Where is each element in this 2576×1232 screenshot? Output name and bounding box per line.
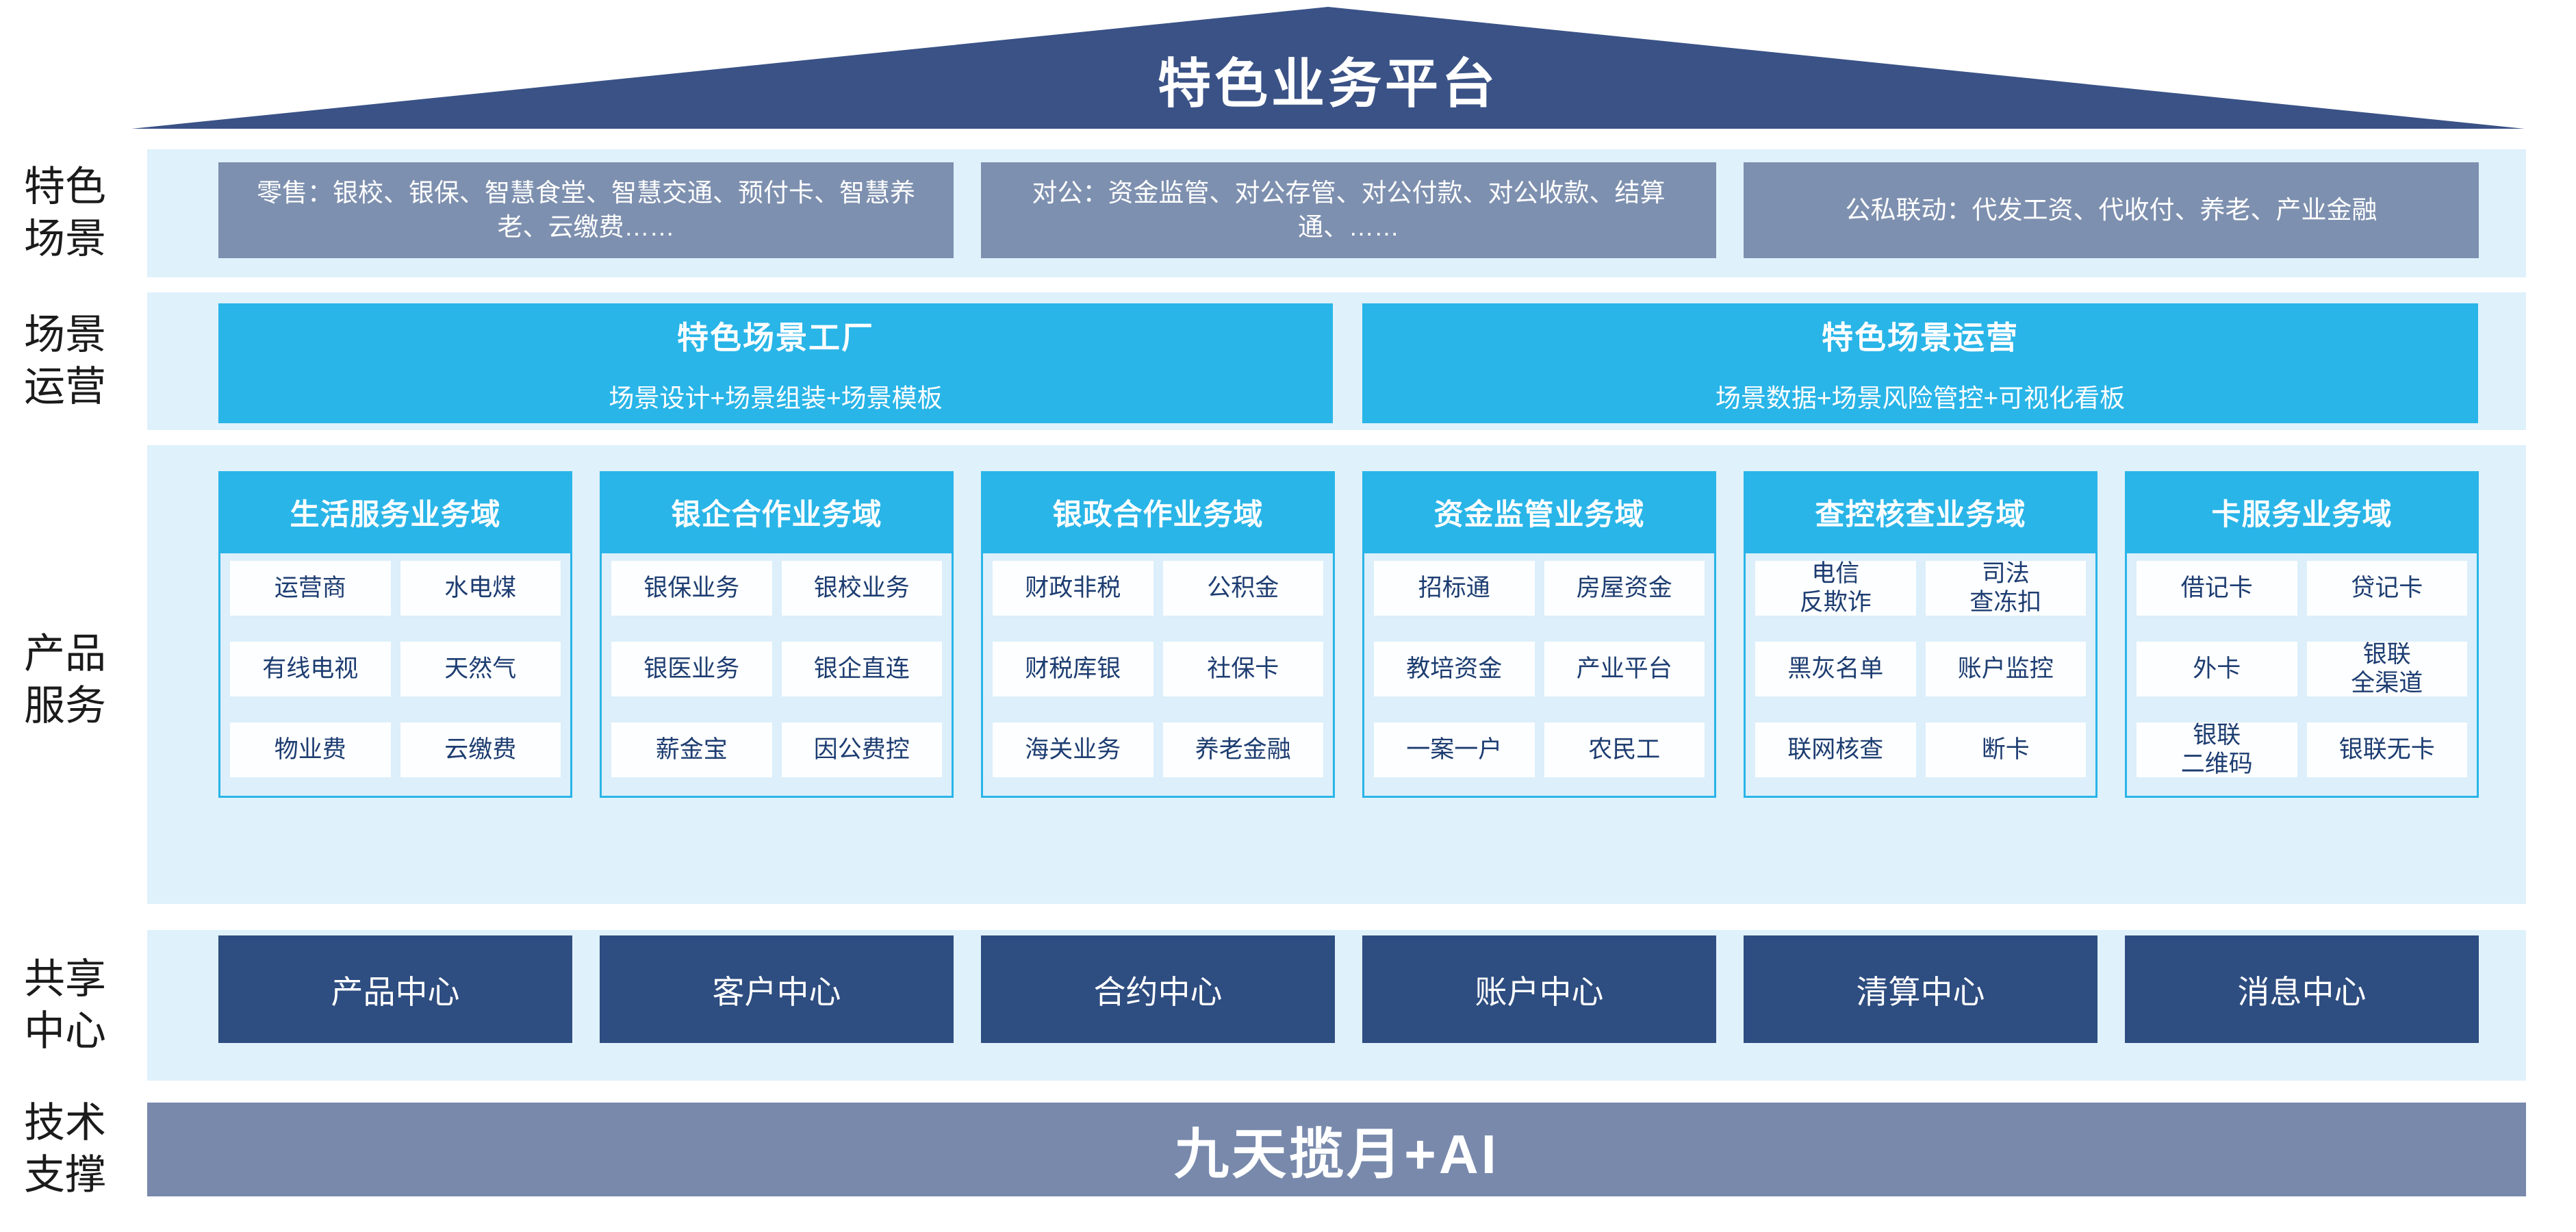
- domain-cell: 运营商: [230, 561, 391, 616]
- operation-box-subtitle: 场景设计+场景组装+场景模板: [609, 384, 943, 412]
- domain-cell: 贷记卡: [2306, 561, 2467, 616]
- operation-box-title: 特色场景工厂: [677, 319, 874, 355]
- domain-inquiry-control: 查控核查业务域 电信 反欺诈 司法 查冻扣 黑灰名单 账户监控 联网核查 断卡: [1744, 471, 2097, 798]
- side-label-product: 产品 服务: [24, 631, 106, 729]
- domain-bank-government: 银政合作业务域 财政非税 公积金 财税库银 社保卡 海关业务 养老金融: [981, 471, 1335, 798]
- domain-cell: 外卡: [2137, 642, 2297, 696]
- domain-cell: 因公费控: [781, 722, 942, 777]
- domain-cell: 薪金宝: [611, 722, 772, 777]
- side-label-scene: 特色 场景: [24, 164, 106, 262]
- domain-bank-enterprise: 银企合作业务域 银保业务 银校业务 银医业务 银企直连 薪金宝 因公费控: [600, 471, 954, 798]
- domain-cell: 电信 反欺诈: [1755, 560, 1916, 616]
- domain-cell: 联网核查: [1755, 722, 1916, 777]
- domain-cell: 银企直连: [781, 642, 942, 696]
- band-shared-centers: 产品中心 客户中心 合约中心 账户中心 清算中心 消息中心: [147, 930, 2526, 1081]
- domain-cell: 银保业务: [611, 561, 772, 616]
- domain-body: 借记卡 贷记卡 外卡 银联 全渠道 银联 二维码 银联无卡: [2125, 553, 2479, 798]
- domain-header: 银企合作业务域: [600, 471, 954, 553]
- side-label-tech: 技术 支撑: [24, 1100, 106, 1198]
- domain-cell: 断卡: [1925, 722, 2086, 777]
- operation-box-subtitle: 场景数据+场景风险管控+可视化看板: [1715, 384, 2126, 412]
- domain-cell: 财税库银: [993, 642, 1153, 696]
- domain-header: 生活服务业务域: [218, 471, 572, 553]
- roof-banner: 特色业务平台: [131, 7, 2525, 129]
- domain-cell: 司法 查冻扣: [1925, 560, 2086, 616]
- domain-cell: 黑灰名单: [1755, 642, 1916, 696]
- center-box-customer: 客户中心: [600, 935, 954, 1043]
- domain-cell: 物业费: [230, 722, 391, 777]
- scene-box-public-private: 公私联动：代发工资、代收付、养老、产业金融: [1744, 162, 2479, 258]
- center-box-product: 产品中心: [218, 935, 572, 1043]
- center-box-message: 消息中心: [2125, 935, 2479, 1043]
- domain-header: 卡服务业务域: [2125, 471, 2479, 553]
- tech-support-label: 九天揽月+AI: [1174, 1123, 1499, 1185]
- scene-box-retail: 零售：银校、银保、智慧食堂、智慧交通、预付卡、智慧养老、云缴费……: [218, 162, 954, 258]
- domain-header: 资金监管业务域: [1362, 471, 1716, 553]
- band-featured-scenes: 零售：银校、银保、智慧食堂、智慧交通、预付卡、智慧养老、云缴费…… 对公：资金监…: [147, 149, 2526, 277]
- domain-body: 招标通 房屋资金 教培资金 产业平台 一案一户 农民工: [1362, 553, 1716, 798]
- center-box-contract: 合约中心: [981, 935, 1335, 1043]
- domain-cell: 一案一户: [1374, 722, 1535, 777]
- domain-cell: 社保卡: [1162, 642, 1323, 696]
- page-title: 特色业务平台: [1157, 53, 1499, 114]
- tech-support-bar: 九天揽月+AI: [147, 1103, 2526, 1196]
- domain-cell: 产业平台: [1544, 642, 1705, 696]
- operation-box-title: 特色场景运营: [1822, 319, 2019, 355]
- domain-cell: 农民工: [1544, 722, 1705, 777]
- center-box-settlement: 清算中心: [1744, 935, 2097, 1043]
- domain-header: 查控核查业务域: [1744, 471, 2097, 553]
- operation-box-scene-factory: 特色场景工厂 场景设计+场景组装+场景模板: [218, 303, 1333, 423]
- domain-cell: 房屋资金: [1544, 561, 1705, 616]
- domain-cell: 云缴费: [400, 722, 561, 777]
- domain-header: 银政合作业务域: [981, 471, 1335, 553]
- domain-cell: 有线电视: [230, 642, 391, 696]
- domain-cell: 养老金融: [1162, 722, 1323, 777]
- domain-cell: 银医业务: [611, 642, 772, 696]
- domain-cell: 财政非税: [993, 561, 1153, 616]
- domain-cell: 银联无卡: [2306, 722, 2467, 777]
- domain-cell: 公积金: [1162, 561, 1323, 616]
- operation-box-scene-operation: 特色场景运营 场景数据+场景风险管控+可视化看板: [1362, 303, 2478, 423]
- domain-cell: 借记卡: [2137, 561, 2297, 616]
- domain-card-services: 卡服务业务域 借记卡 贷记卡 外卡 银联 全渠道 银联 二维码 银联无卡: [2125, 471, 2479, 798]
- domain-cell: 天然气: [400, 642, 561, 696]
- domain-cell: 水电煤: [400, 561, 561, 616]
- domain-cell: 银联 全渠道: [2306, 641, 2467, 696]
- domain-body: 银保业务 银校业务 银医业务 银企直连 薪金宝 因公费控: [600, 553, 954, 798]
- domain-body: 电信 反欺诈 司法 查冻扣 黑灰名单 账户监控 联网核查 断卡: [1744, 553, 2097, 798]
- domain-cell: 账户监控: [1925, 642, 2086, 696]
- domain-fund-supervision: 资金监管业务域 招标通 房屋资金 教培资金 产业平台 一案一户 农民工: [1362, 471, 1716, 798]
- domain-cell: 银联 二维码: [2137, 722, 2297, 777]
- domain-cell: 银校业务: [781, 561, 942, 616]
- scene-box-corporate: 对公：资金监管、对公存管、对公付款、对公收款、结算通、……: [981, 162, 1716, 258]
- domain-body: 运营商 水电煤 有线电视 天然气 物业费 云缴费: [218, 553, 572, 798]
- domain-body: 财政非税 公积金 财税库银 社保卡 海关业务 养老金融: [981, 553, 1335, 798]
- domain-life-services: 生活服务业务域 运营商 水电煤 有线电视 天然气 物业费 云缴费: [218, 471, 572, 798]
- band-scene-operation: 特色场景工厂 场景设计+场景组装+场景模板 特色场景运营 场景数据+场景风险管控…: [147, 292, 2526, 430]
- center-box-account: 账户中心: [1362, 935, 1716, 1043]
- side-label-operation: 场景 运营: [24, 312, 106, 410]
- domain-cell: 教培资金: [1374, 642, 1535, 696]
- side-label-shared: 共享 中心: [24, 956, 106, 1054]
- domain-cell: 招标通: [1374, 561, 1535, 616]
- domain-cell: 海关业务: [993, 722, 1153, 777]
- band-product-services: 生活服务业务域 运营商 水电煤 有线电视 天然气 物业费 云缴费 银企合作业务域…: [147, 445, 2526, 904]
